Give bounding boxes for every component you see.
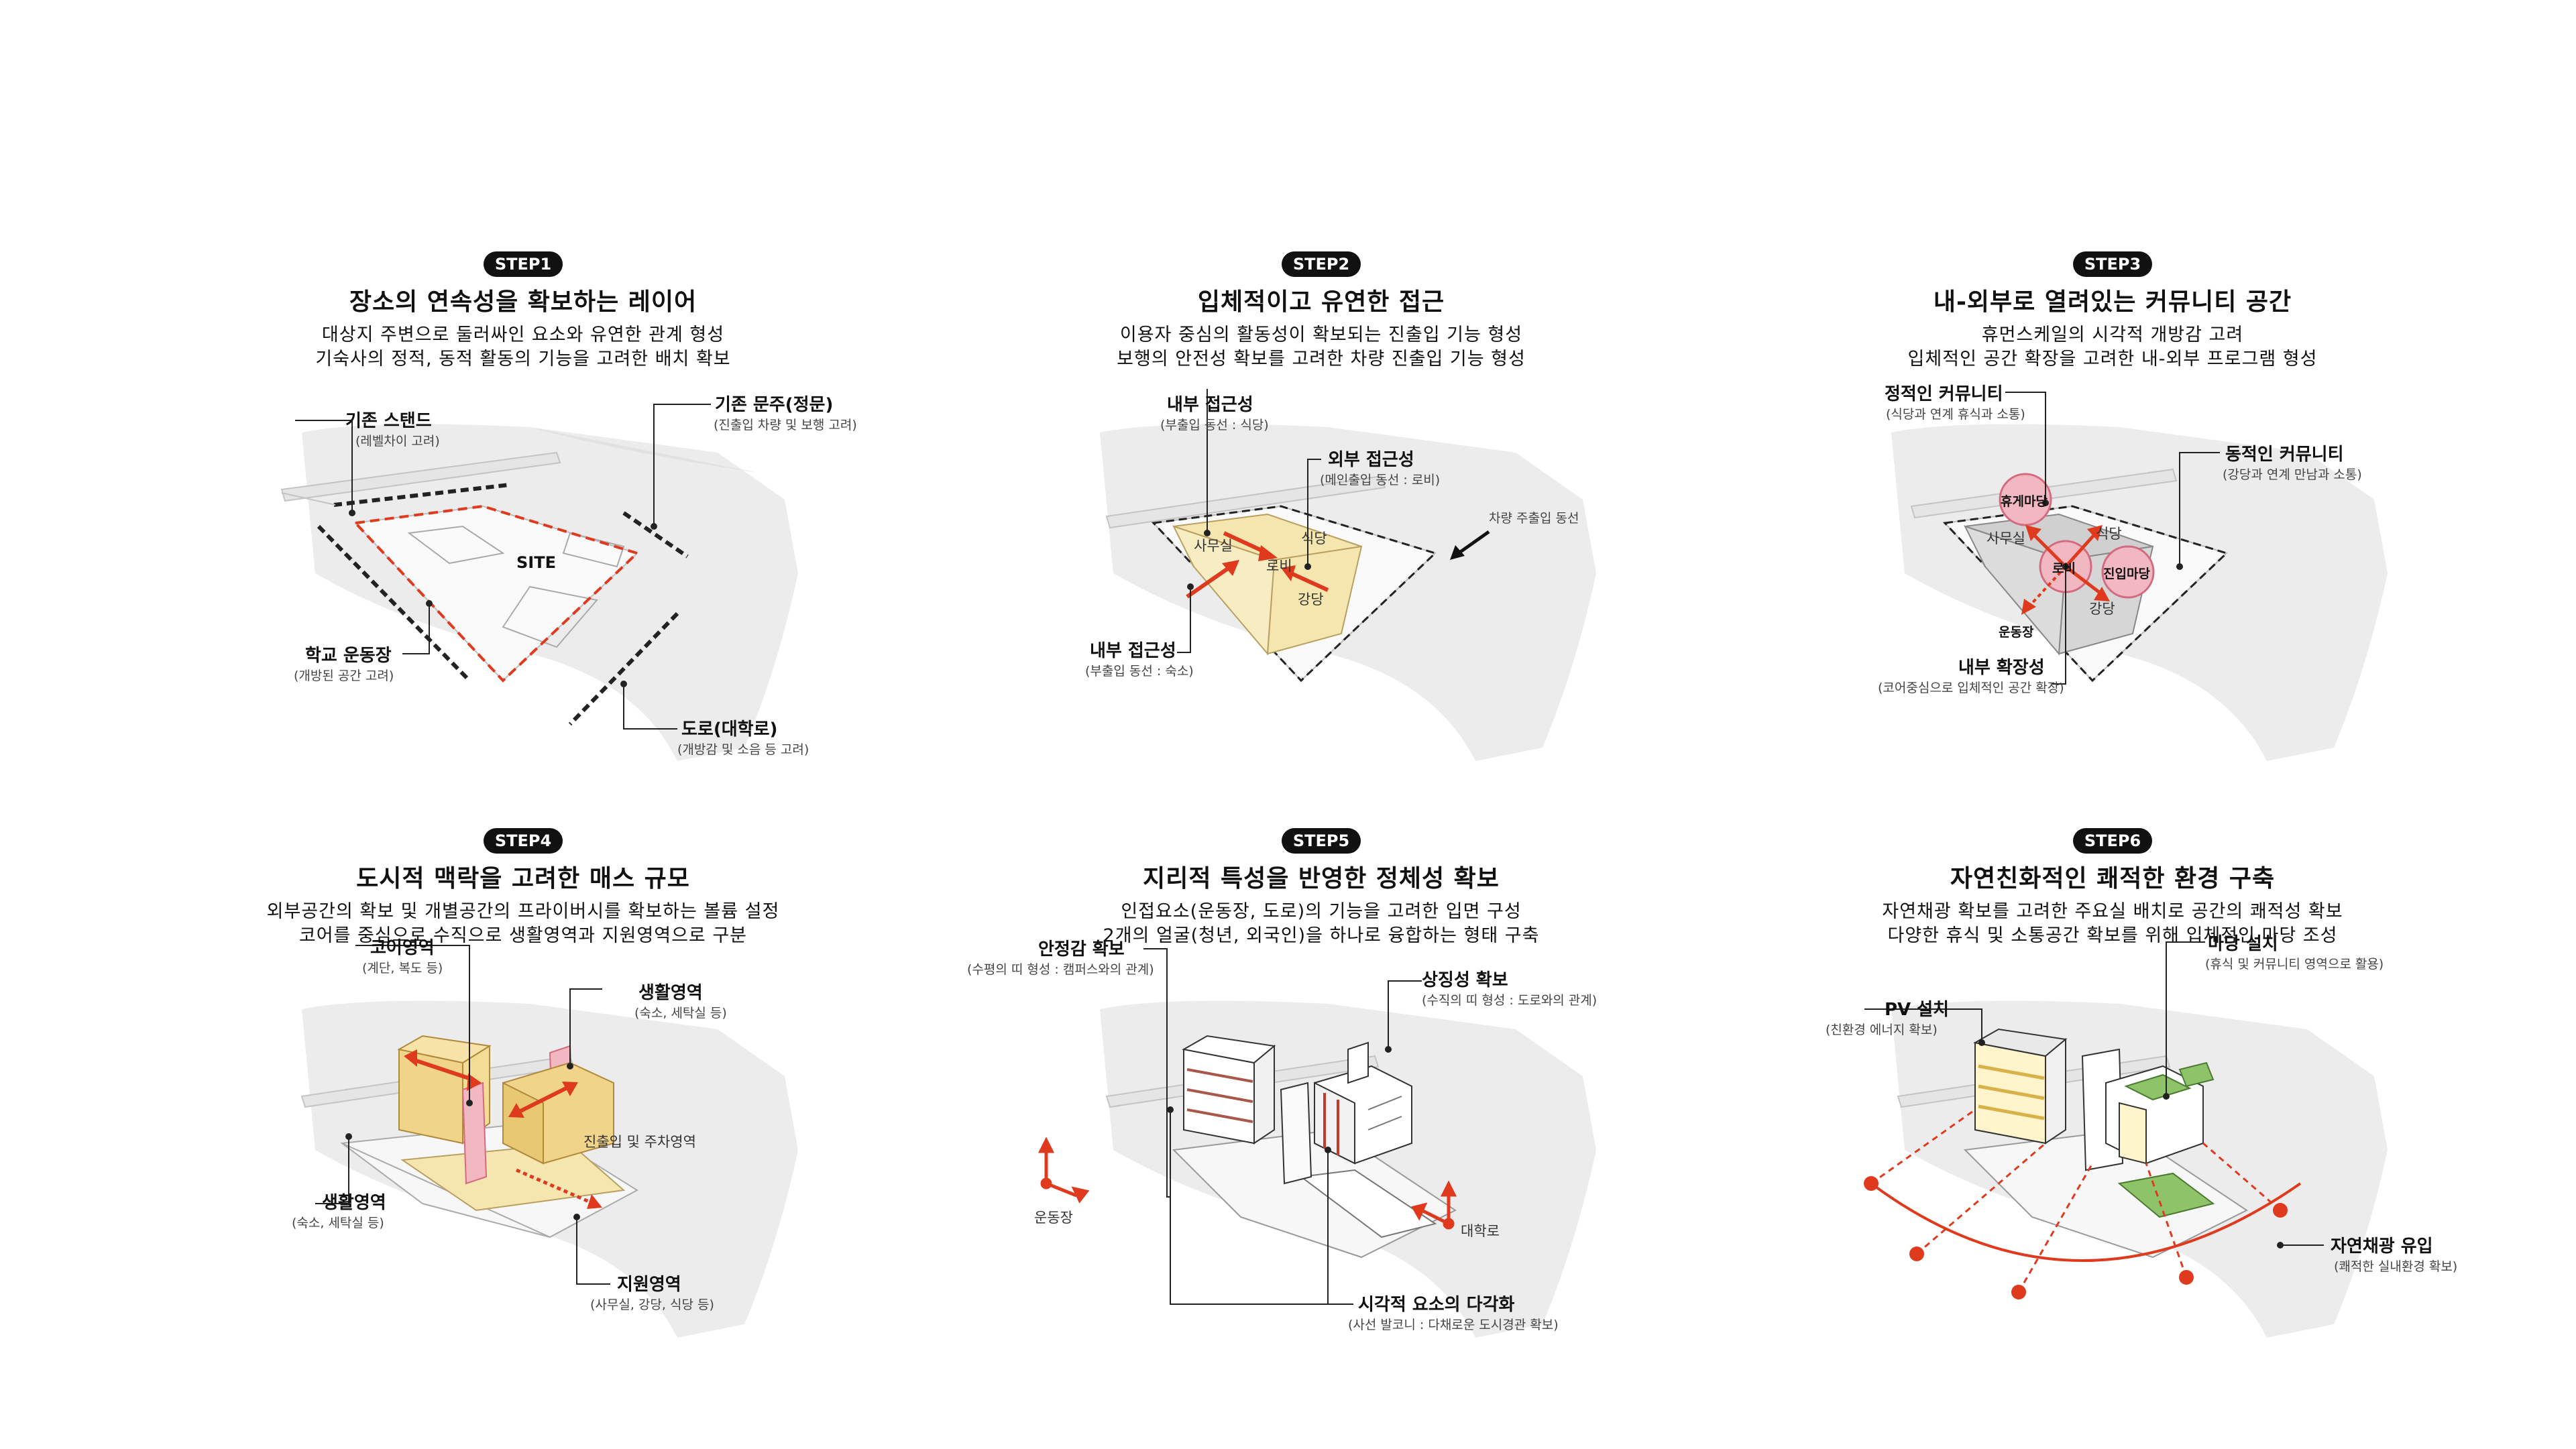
- callout-title: 기존 스탠드: [345, 411, 432, 431]
- callout-sub: (숙소, 세탁실 등): [634, 1006, 727, 1021]
- ground-label: 운동장: [1034, 1210, 1073, 1226]
- callout-sub: (수평의 띠 형성 : 캠퍼스와의 관계): [967, 962, 1154, 977]
- step-title: 입체적이고 유연한 접근: [1197, 288, 1445, 316]
- room-label: 식당: [2096, 526, 2122, 542]
- room-label: 사무실: [1986, 530, 2025, 546]
- access-diagram: [1100, 389, 1596, 761]
- step-desc-line: 휴먼스케일의 시각적 개방감 고려: [1981, 325, 2244, 345]
- callout-sub: (사무실, 강당, 식당 등): [590, 1297, 714, 1312]
- callout-title: 시각적 요소의 다각화: [1358, 1295, 1515, 1315]
- step-desc-line: 2개의 얼굴(청년, 외국인)을 하나로 융합하는 형태 구축: [1103, 925, 1540, 946]
- callout-title: 생활영역: [322, 1193, 386, 1213]
- car-entry-label: 차량 주출입 동선: [1489, 511, 1579, 526]
- callout-sub: (메인출입 동선 : 로비): [1320, 473, 1441, 487]
- callout-sub: (개방감 및 소음 등 고려): [677, 742, 809, 757]
- callout-title: 코어영역: [370, 938, 435, 958]
- step-desc-line: 코어를 중심으로 수직으로 생활영역과 지원영역으로 구분: [298, 925, 748, 946]
- circle-label: 휴게마당: [2001, 494, 2048, 509]
- room-label: 식당: [1301, 530, 1327, 546]
- facade-diagram: [1038, 948, 1596, 1338]
- room-label: 강당: [2089, 601, 2115, 617]
- step3-panel: STEP3 내-외부로 열려있는 커뮤니티 공간 휴먼스케일의 시각적 개방감 …: [1744, 251, 2481, 821]
- callout-sub: (수직의 띠 형성 : 도로와의 관계): [1422, 993, 1598, 1008]
- step-title: 내-외부로 열려있는 커뮤니티 공간: [1933, 288, 2292, 316]
- callout-sub: (계단, 복도 등): [362, 961, 443, 976]
- step-badge: STEP6: [2073, 828, 2152, 854]
- callout-title: 외부 접근성: [1328, 450, 1414, 470]
- callout-sub: (식당과 연계 휴식과 소통): [1886, 407, 2025, 422]
- step-desc-line: 다양한 휴식 및 소통공간 확보를 위해 입체적인 마당 조성: [1887, 925, 2338, 946]
- room-label: 로비: [1266, 558, 1292, 574]
- step-desc-line: 외부공간의 확보 및 개별공간의 프라이버시를 확보하는 볼륨 설정: [266, 901, 780, 922]
- callout-title: 도로(대학로): [681, 719, 778, 740]
- step-title: 장소의 연속성을 확보하는 레이어: [349, 288, 697, 316]
- step2-panel: STEP2 입체적이고 유연한 접근 이용자 중심의 활동성이 확보되는 진출입…: [952, 251, 1690, 821]
- callout-sub: (부출입 동선 : 숙소): [1085, 664, 1194, 679]
- callout-title: 안정감 확보: [1038, 939, 1125, 960]
- callout-sub: (쾌적한 실내환경 확보): [2334, 1259, 2458, 1274]
- callout-title: 상징성 확보: [1422, 970, 1508, 990]
- callout-sub: (숙소, 세탁실 등): [292, 1216, 384, 1230]
- callout-sub: (진출입 차량 및 보행 고려): [714, 418, 857, 432]
- callout-title: 내부 접근성: [1090, 641, 1176, 661]
- step-title: 자연친화적인 쾌적한 환경 구축: [1950, 865, 2276, 892]
- callout-title: 자연채광 유입: [2331, 1236, 2433, 1257]
- callout-title: 정적인 커뮤니티: [1885, 384, 2003, 404]
- callout-title: 지원영역: [617, 1275, 681, 1295]
- callout-title: 생활영역: [638, 983, 703, 1003]
- callout-title: 동적인 커뮤니티: [2225, 445, 2344, 465]
- step-desc-line: 이용자 중심의 활동성이 확보되는 진출입 기능 형성: [1119, 325, 1523, 345]
- step-desc-line: 기숙사의 정적, 동적 활동의 기능을 고려한 배치 확보: [315, 349, 731, 369]
- callout-title: 학교 운동장: [305, 646, 392, 666]
- step-badge: STEP2: [1282, 251, 1361, 277]
- step-desc-line: 대상지 주변으로 둘러싸인 요소와 유연한 관계 형성: [321, 325, 725, 345]
- step-desc-line: 보행의 안전성 확보를 고려한 차량 진출입 기능 형성: [1117, 349, 1526, 369]
- ground-label: 운동장: [1999, 625, 2034, 640]
- environment-diagram: [1864, 941, 2388, 1338]
- entry-zone-label: 진출입 및 주차영역: [583, 1134, 696, 1150]
- callout-sub: (개방된 공간 고려): [294, 669, 394, 683]
- callout-sub: (강당과 연계 만남과 소통): [2223, 467, 2362, 482]
- step-desc-line: 자연채광 확보를 고려한 주요실 배치로 공간의 쾌적성 확보: [1882, 901, 2343, 922]
- step6-panel: STEP6 자연친화적인 쾌적한 환경 구축 자연채광 확보를 고려한 주요실 …: [1744, 828, 2481, 1398]
- mass-diagram: [300, 945, 798, 1338]
- room-label: 강당: [1298, 591, 1324, 607]
- step-badge: STEP4: [484, 828, 563, 854]
- callout-sub: (레벨차이 고려): [355, 434, 440, 449]
- community-diagram: [1891, 392, 2388, 761]
- step5-panel: STEP5 지리적 특성을 반영한 정체성 확보 인접요소(운동장, 도로)의 …: [952, 828, 1690, 1398]
- step-title: 도시적 맥락을 고려한 매스 규모: [356, 865, 690, 892]
- step4-panel: STEP4 도시적 맥락을 고려한 매스 규모 외부공간의 확보 및 개별공간의…: [154, 828, 892, 1398]
- callout-title: 내부 확장성: [1958, 658, 2045, 678]
- step-badge: STEP5: [1282, 828, 1361, 854]
- step-title: 지리적 특성을 반영한 정체성 확보: [1143, 865, 1500, 892]
- callout-sub: (친환경 에너지 확보): [1826, 1023, 1938, 1037]
- callout-sub: (코어중심으로 입체적인 공간 확장): [1878, 681, 2064, 695]
- step-desc-line: 인접요소(운동장, 도로)의 기능을 고려한 입면 구성: [1121, 901, 1522, 922]
- callout-title: 기존 문주(정문): [715, 395, 834, 415]
- site-label: SITE: [516, 553, 556, 572]
- callout-sub: (휴식 및 커뮤니티 영역으로 활용): [2205, 957, 2384, 972]
- room-label: 사무실: [1194, 538, 1233, 554]
- step-desc-line: 입체적인 공간 확장을 고려한 내-외부 프로그램 형성: [1907, 349, 2318, 369]
- callout-title: 내부 접근성: [1167, 395, 1253, 415]
- callout-title: 마당 설치: [2208, 934, 2278, 954]
- road-label: 대학로: [1461, 1223, 1500, 1239]
- step1-panel: STEP1 장소의 연속성을 확보하는 레이어 대상지 주변으로 둘러싸인 요소…: [154, 251, 892, 821]
- step-badge: STEP3: [2073, 251, 2152, 277]
- circle-label: 진입마당: [2103, 567, 2150, 581]
- site-diagram: [280, 404, 798, 761]
- callout-sub: (사선 발코니 : 다채로운 도시경관 확보): [1348, 1318, 1559, 1332]
- callout-title: PV 설치: [1885, 1000, 1950, 1020]
- step-badge: STEP1: [484, 251, 563, 277]
- callout-sub: (부출입 동선 : 식당): [1160, 418, 1269, 432]
- circle-label: 로비: [2052, 561, 2076, 576]
